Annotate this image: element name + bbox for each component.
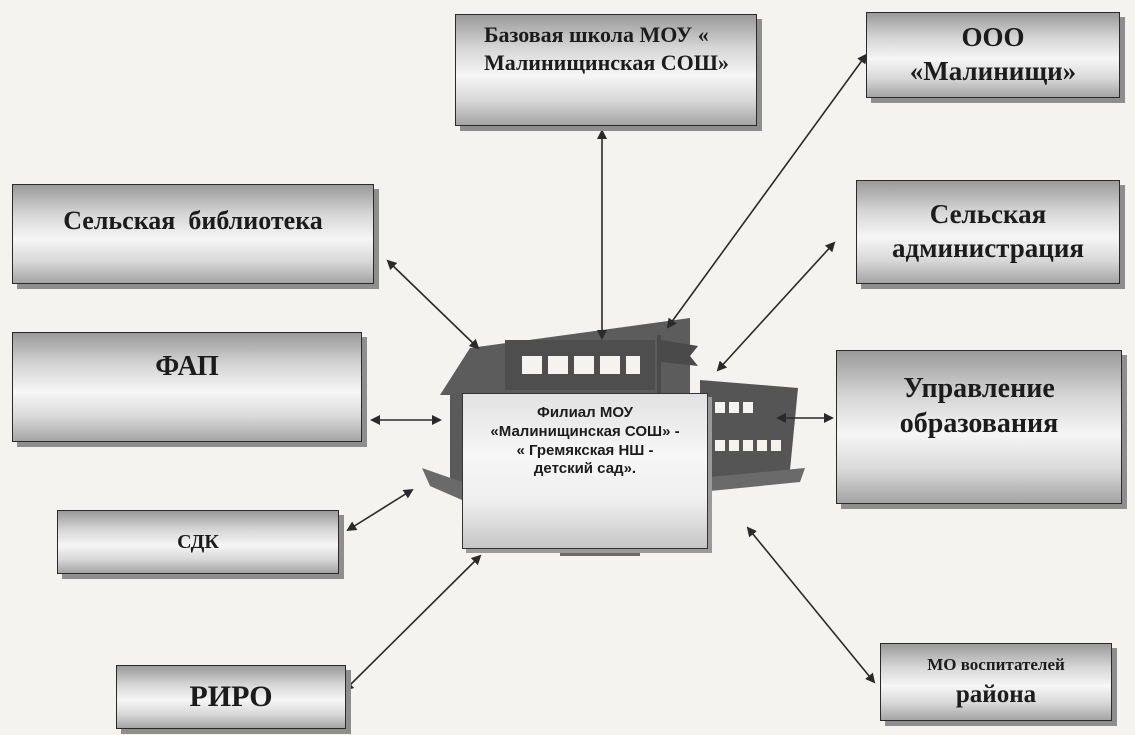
node-education-department-label: Управление образования (899, 373, 1059, 439)
node-library-label: Сельская библиотека (63, 206, 323, 235)
node-sdk: СДК (57, 510, 339, 574)
node-mo-educators-line2: района (955, 681, 1037, 708)
node-center-branch-label: Филиал МОУ «Малинищинская СОШ» - « Гремя… (490, 404, 680, 478)
node-ooo-label: ООО «Малинищи» (909, 22, 1077, 86)
school-building-icon (422, 318, 805, 556)
node-base-school-label: Базовая школа МОУ « Малинищинская СОШ» (484, 22, 729, 75)
node-administration: Сельская администрация (856, 180, 1120, 284)
node-administration-label: Сельская администрация (891, 199, 1085, 263)
arrow-library (386, 259, 480, 350)
node-ooo: ООО «Малинищи» (866, 12, 1120, 98)
node-mo-educators: МО воспитателей района (880, 643, 1112, 721)
node-fap: ФАП (12, 332, 362, 442)
node-library: Сельская библиотека (12, 184, 374, 284)
node-education-department: Управление образования (836, 350, 1122, 504)
node-base-school: Базовая школа МОУ « Малинищинская СОШ» (455, 14, 757, 126)
node-sdk-label: СДК (177, 530, 219, 553)
node-center-branch: Филиал МОУ «Малинищинская СОШ» - « Гремя… (462, 393, 708, 549)
arrow-ooo (666, 53, 868, 329)
node-riro-label: РИРО (189, 680, 273, 714)
arrow-sdk (346, 488, 414, 532)
node-riro: РИРО (116, 665, 346, 729)
node-fap-label: ФАП (155, 351, 219, 382)
arrow-riro (343, 554, 482, 692)
node-mo-educators-line1: МО воспитателей (927, 654, 1065, 674)
arrow-administration (716, 241, 836, 372)
arrow-mo (746, 526, 876, 684)
